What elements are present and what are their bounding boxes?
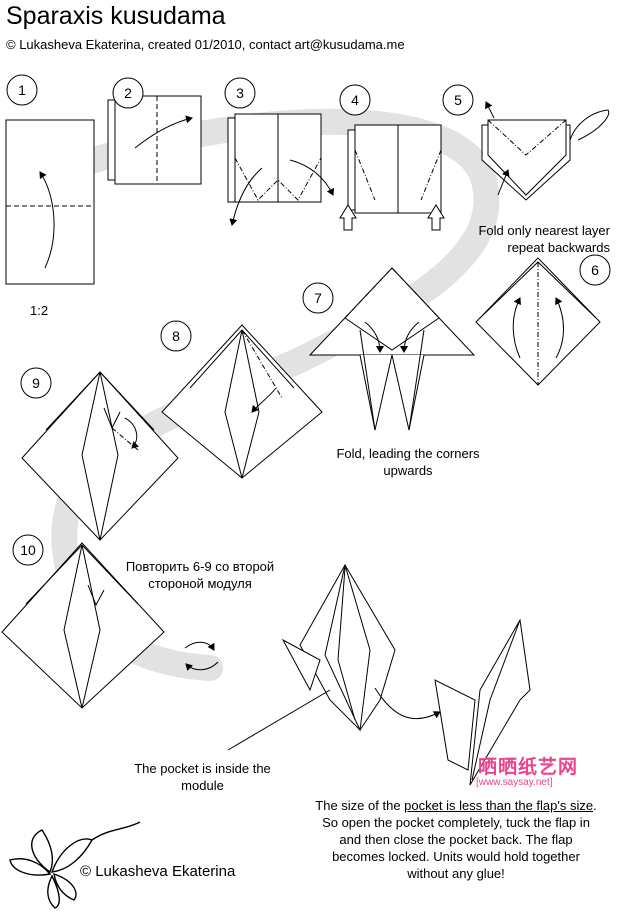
final-caption-line5: without any glue! <box>407 866 505 881</box>
step-number-5: 5 <box>442 84 474 116</box>
final-caption-line4: becomes locked. Units would hold togethe… <box>332 849 580 864</box>
final-caption-line1-a: The size of the <box>315 798 405 813</box>
step-number-label: 5 <box>454 92 462 108</box>
step-number-label: 10 <box>20 542 36 558</box>
step-number-10: 10 <box>12 534 44 566</box>
step-number-label: 4 <box>351 92 359 108</box>
step-6-diagram <box>475 257 601 386</box>
pocket-pointer <box>227 689 331 751</box>
final-caption-line2: So open the pocket completely, tuck the … <box>322 815 590 830</box>
watermark-logo: 晒晒纸艺网 <box>478 757 579 778</box>
pocket-caption-line2: module <box>181 778 224 793</box>
flower-logo <box>9 821 141 909</box>
step-5-diagram <box>481 101 610 201</box>
step-number-7: 7 <box>302 282 334 314</box>
step-number-9: 9 <box>20 367 52 399</box>
step-number-4: 4 <box>339 84 371 116</box>
page-title: Sparaxis kusudama <box>6 2 226 30</box>
step-10-diagram <box>1 542 219 709</box>
step5-caption-line2: repeat backwards <box>507 240 610 255</box>
pocket-caption-line1: The pocket is inside the <box>134 761 271 776</box>
step-number-2: 2 <box>112 77 144 109</box>
step7-caption-line1: Fold, leading the corners <box>336 446 480 461</box>
step5-caption-line1: Fold only nearest layer <box>478 223 610 238</box>
final-caption-line1: The size of the pocket is less than the … <box>296 797 616 814</box>
step-4-diagram <box>339 124 445 231</box>
step-3-diagram <box>227 113 335 226</box>
step-number-8: 8 <box>160 320 192 352</box>
step7-caption-line2: upwards <box>383 463 433 478</box>
step-number-label: 8 <box>172 328 180 344</box>
step-number-label: 6 <box>591 262 599 278</box>
ratio-label: 1:2 <box>30 303 49 318</box>
pocket-caption: The pocket is inside the module <box>115 760 290 794</box>
final-caption-line3: and then close the pocket back. The flap <box>339 832 573 847</box>
step10-caption-line2: стороной модуля <box>148 576 252 591</box>
step-2-diagram <box>107 95 202 185</box>
final-caption: The size of the pocket is less than the … <box>296 797 616 882</box>
step-number-1: 1 <box>6 74 38 106</box>
step-number-label: 7 <box>314 290 322 306</box>
step-8-diagram <box>161 324 323 479</box>
step-number-label: 2 <box>124 85 132 101</box>
header-credit: © Lukasheva Ekaterina, created 01/2010, … <box>6 37 405 52</box>
step-number-label: 3 <box>236 85 244 101</box>
step-7-diagram <box>308 267 476 431</box>
step-9-diagram <box>21 371 179 541</box>
step10-caption: Повторить 6-9 со второй стороной модуля <box>110 558 290 592</box>
final-unit-right <box>374 618 531 786</box>
footer-credit: © Lukasheva Ekaterina <box>80 863 236 880</box>
step-number-label: 1 <box>18 82 26 98</box>
step10-caption-line1: Повторить 6-9 со второй <box>125 559 275 574</box>
step-1-diagram <box>5 119 95 285</box>
final-caption-underlined: pocket is less than the flap's size <box>404 798 594 813</box>
final-caption-line1-c: . <box>593 798 597 813</box>
step-number-3: 3 <box>224 77 256 109</box>
step7-caption: Fold, leading the corners upwards <box>318 445 498 479</box>
step-number-label: 9 <box>32 375 40 391</box>
watermark-url: [www.saysay.net] <box>476 777 553 788</box>
final-unit-left <box>281 563 396 732</box>
step5-caption: Fold only nearest layer repeat backwards <box>440 222 610 256</box>
step-number-6: 6 <box>579 254 611 286</box>
